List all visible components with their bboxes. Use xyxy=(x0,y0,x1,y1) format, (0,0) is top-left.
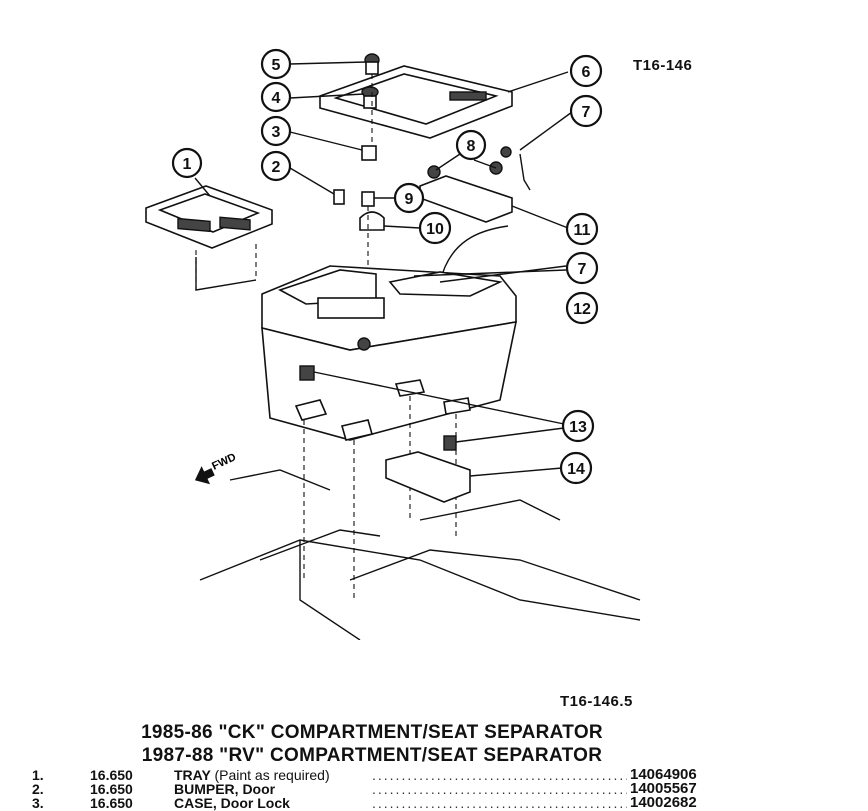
callouts: 1 2 3 4 5 6 7 8 9 10 11 7 12 13 14 xyxy=(171,48,603,485)
part-description: TRAY (Paint as required) xyxy=(174,768,330,782)
item-number: 3. xyxy=(32,795,44,811)
group-number: 16.650 xyxy=(90,781,133,797)
callout-7b: 7 xyxy=(578,261,587,278)
figure-code-top: T16-146 xyxy=(633,57,693,74)
part-number: 14005567 xyxy=(630,780,697,797)
leader-dots: ........................................… xyxy=(372,796,627,810)
callout-12: 12 xyxy=(573,301,591,318)
callout-9: 9 xyxy=(405,191,414,208)
part-name: BUMPER, Door xyxy=(174,781,276,797)
callout-13: 13 xyxy=(569,419,587,436)
tray-part xyxy=(145,185,273,291)
fwd-label: FWD xyxy=(210,451,238,472)
callout-5: 5 xyxy=(272,57,281,74)
part-description: CASE, Door Lock xyxy=(174,796,290,810)
callout-6: 6 xyxy=(582,64,591,81)
door-part xyxy=(319,65,513,139)
callout-4: 4 xyxy=(272,90,281,107)
fastener-parts xyxy=(333,53,380,205)
exploded-parts-diagram: 1 2 3 4 5 6 7 8 9 10 11 7 12 13 14 FWD xyxy=(145,48,641,640)
floor-bracket-part xyxy=(199,451,641,640)
part-number: 14002682 xyxy=(630,794,697,811)
title-line-1: 1985-86 "CK" COMPARTMENT/SEAT SEPARATOR xyxy=(141,722,603,743)
compartment-body-part xyxy=(261,265,518,600)
parts-row: 2. 16.650 BUMPER, Door .................… xyxy=(32,780,868,797)
parts-row: 1. 16.650 TRAY (Paint as required) .....… xyxy=(32,766,868,783)
figure-code-bottom: T16-146.5 xyxy=(560,693,633,710)
part-number: 14064906 xyxy=(630,766,697,783)
callout-14: 14 xyxy=(567,461,585,478)
item-number: 1. xyxy=(32,767,44,783)
lock-assembly-part xyxy=(419,146,531,283)
callout-7: 7 xyxy=(582,104,591,121)
part-note: (Paint as required) xyxy=(214,767,330,783)
bracket-parts xyxy=(359,191,385,300)
callout-11: 11 xyxy=(574,222,591,239)
leader-dots: ........................................… xyxy=(372,768,627,782)
forward-arrow-icon xyxy=(194,466,215,485)
parts-list: 1. 16.650 TRAY (Paint as required) .....… xyxy=(32,766,868,811)
parts-row: 3. 16.650 CASE, Door Lock ..............… xyxy=(32,794,868,811)
part-name: CASE, Door Lock xyxy=(174,795,290,811)
item-number: 2. xyxy=(32,781,44,797)
part-description: BUMPER, Door xyxy=(174,782,275,796)
group-number: 16.650 xyxy=(90,795,133,811)
callout-3: 3 xyxy=(272,124,281,141)
callout-8: 8 xyxy=(467,138,476,155)
part-name: TRAY xyxy=(174,767,211,783)
callout-2: 2 xyxy=(272,159,281,176)
callout-10: 10 xyxy=(426,221,444,238)
group-number: 16.650 xyxy=(90,767,133,783)
title-line-2: 1987-88 "RV" COMPARTMENT/SEAT SEPARATOR xyxy=(141,745,603,766)
callout-1: 1 xyxy=(183,156,192,173)
leader-dots: ........................................… xyxy=(372,782,627,796)
